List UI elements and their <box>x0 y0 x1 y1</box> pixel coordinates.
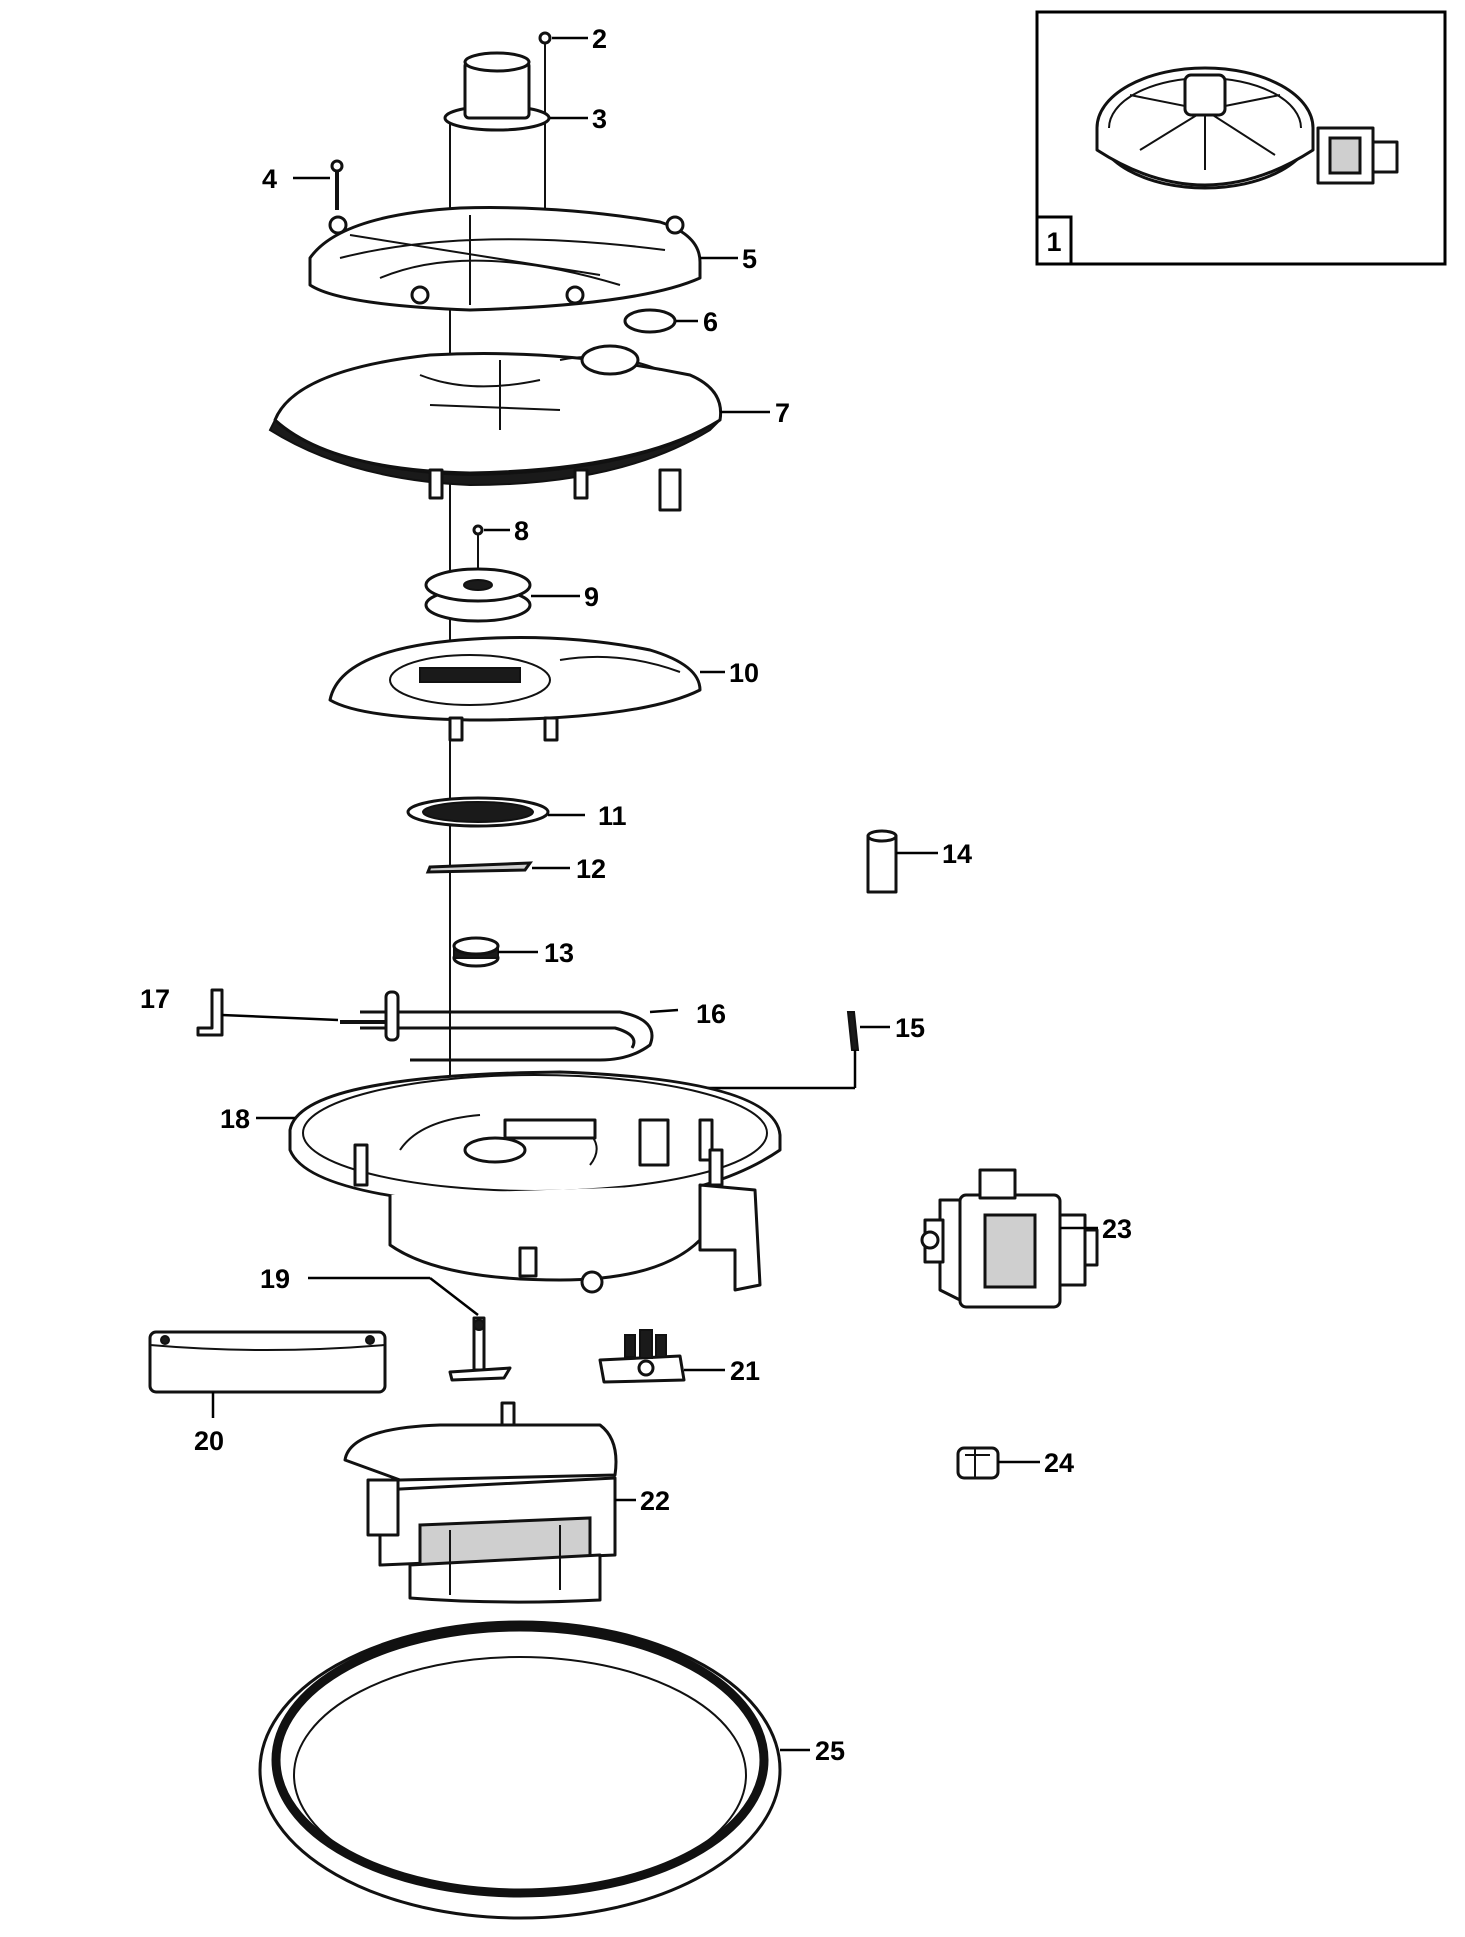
callout-6: 6 <box>703 307 718 337</box>
part-2-screw <box>538 31 552 45</box>
callout-labels: 2 3 4 5 6 7 8 9 10 11 12 13 14 15 16 17 … <box>140 24 1132 1766</box>
part-5-upper-housing <box>308 206 702 312</box>
part-9-impeller <box>424 567 532 623</box>
callout-12: 12 <box>576 854 606 884</box>
part-23-drain-pump <box>920 1168 1099 1309</box>
part-19-coupler <box>448 1316 512 1382</box>
part-17-bracket <box>196 988 339 1037</box>
callout-16: 16 <box>696 999 726 1029</box>
callout-2: 2 <box>592 24 607 54</box>
callout-11: 11 <box>598 801 627 831</box>
part-10-pump-housing <box>328 636 702 742</box>
callout-25: 25 <box>815 1736 845 1766</box>
callout-14: 14 <box>942 839 972 869</box>
inset-top-cap <box>1183 73 1227 117</box>
inset-label: 1 <box>1046 227 1061 257</box>
leader-lines <box>211 36 1098 1752</box>
callout-24: 24 <box>1044 1448 1074 1478</box>
part-7-sump-cover <box>268 344 723 512</box>
callout-13: 13 <box>544 938 574 968</box>
inset-label-box <box>1035 215 1073 266</box>
callout-15: 15 <box>895 1013 925 1043</box>
callout-23: 23 <box>1102 1214 1132 1244</box>
callout-10: 10 <box>729 658 759 688</box>
part-22-motor <box>343 1401 618 1604</box>
part-11-filter <box>406 796 550 828</box>
callout-4: 4 <box>262 164 277 194</box>
part-3-cap <box>443 51 551 132</box>
part-20-block <box>148 1330 387 1394</box>
part-21-connector <box>598 1329 686 1384</box>
callout-20: 20 <box>194 1426 224 1456</box>
part-24-clip <box>956 1446 1000 1480</box>
callout-21: 21 <box>730 1356 760 1386</box>
part-14-cylinder <box>866 829 898 894</box>
callout-22: 22 <box>640 1486 670 1516</box>
callout-19: 19 <box>260 1264 290 1294</box>
callout-8: 8 <box>514 516 529 546</box>
inset-assembly-view: 1 <box>1035 10 1447 266</box>
part-4-screw <box>330 159 344 210</box>
part-18-sump-base <box>288 1070 782 1294</box>
part-25-gasket-ring <box>258 1620 782 1920</box>
part-16-heater <box>340 990 654 1062</box>
part-12-blade <box>425 861 534 874</box>
part-13-seal <box>452 936 500 968</box>
callout-18: 18 <box>220 1104 250 1134</box>
callout-3: 3 <box>592 104 607 134</box>
callout-5: 5 <box>742 244 757 274</box>
callout-9: 9 <box>584 582 599 612</box>
part-6-o-ring <box>623 308 677 334</box>
callout-7: 7 <box>775 398 790 428</box>
callout-17: 17 <box>140 984 170 1014</box>
